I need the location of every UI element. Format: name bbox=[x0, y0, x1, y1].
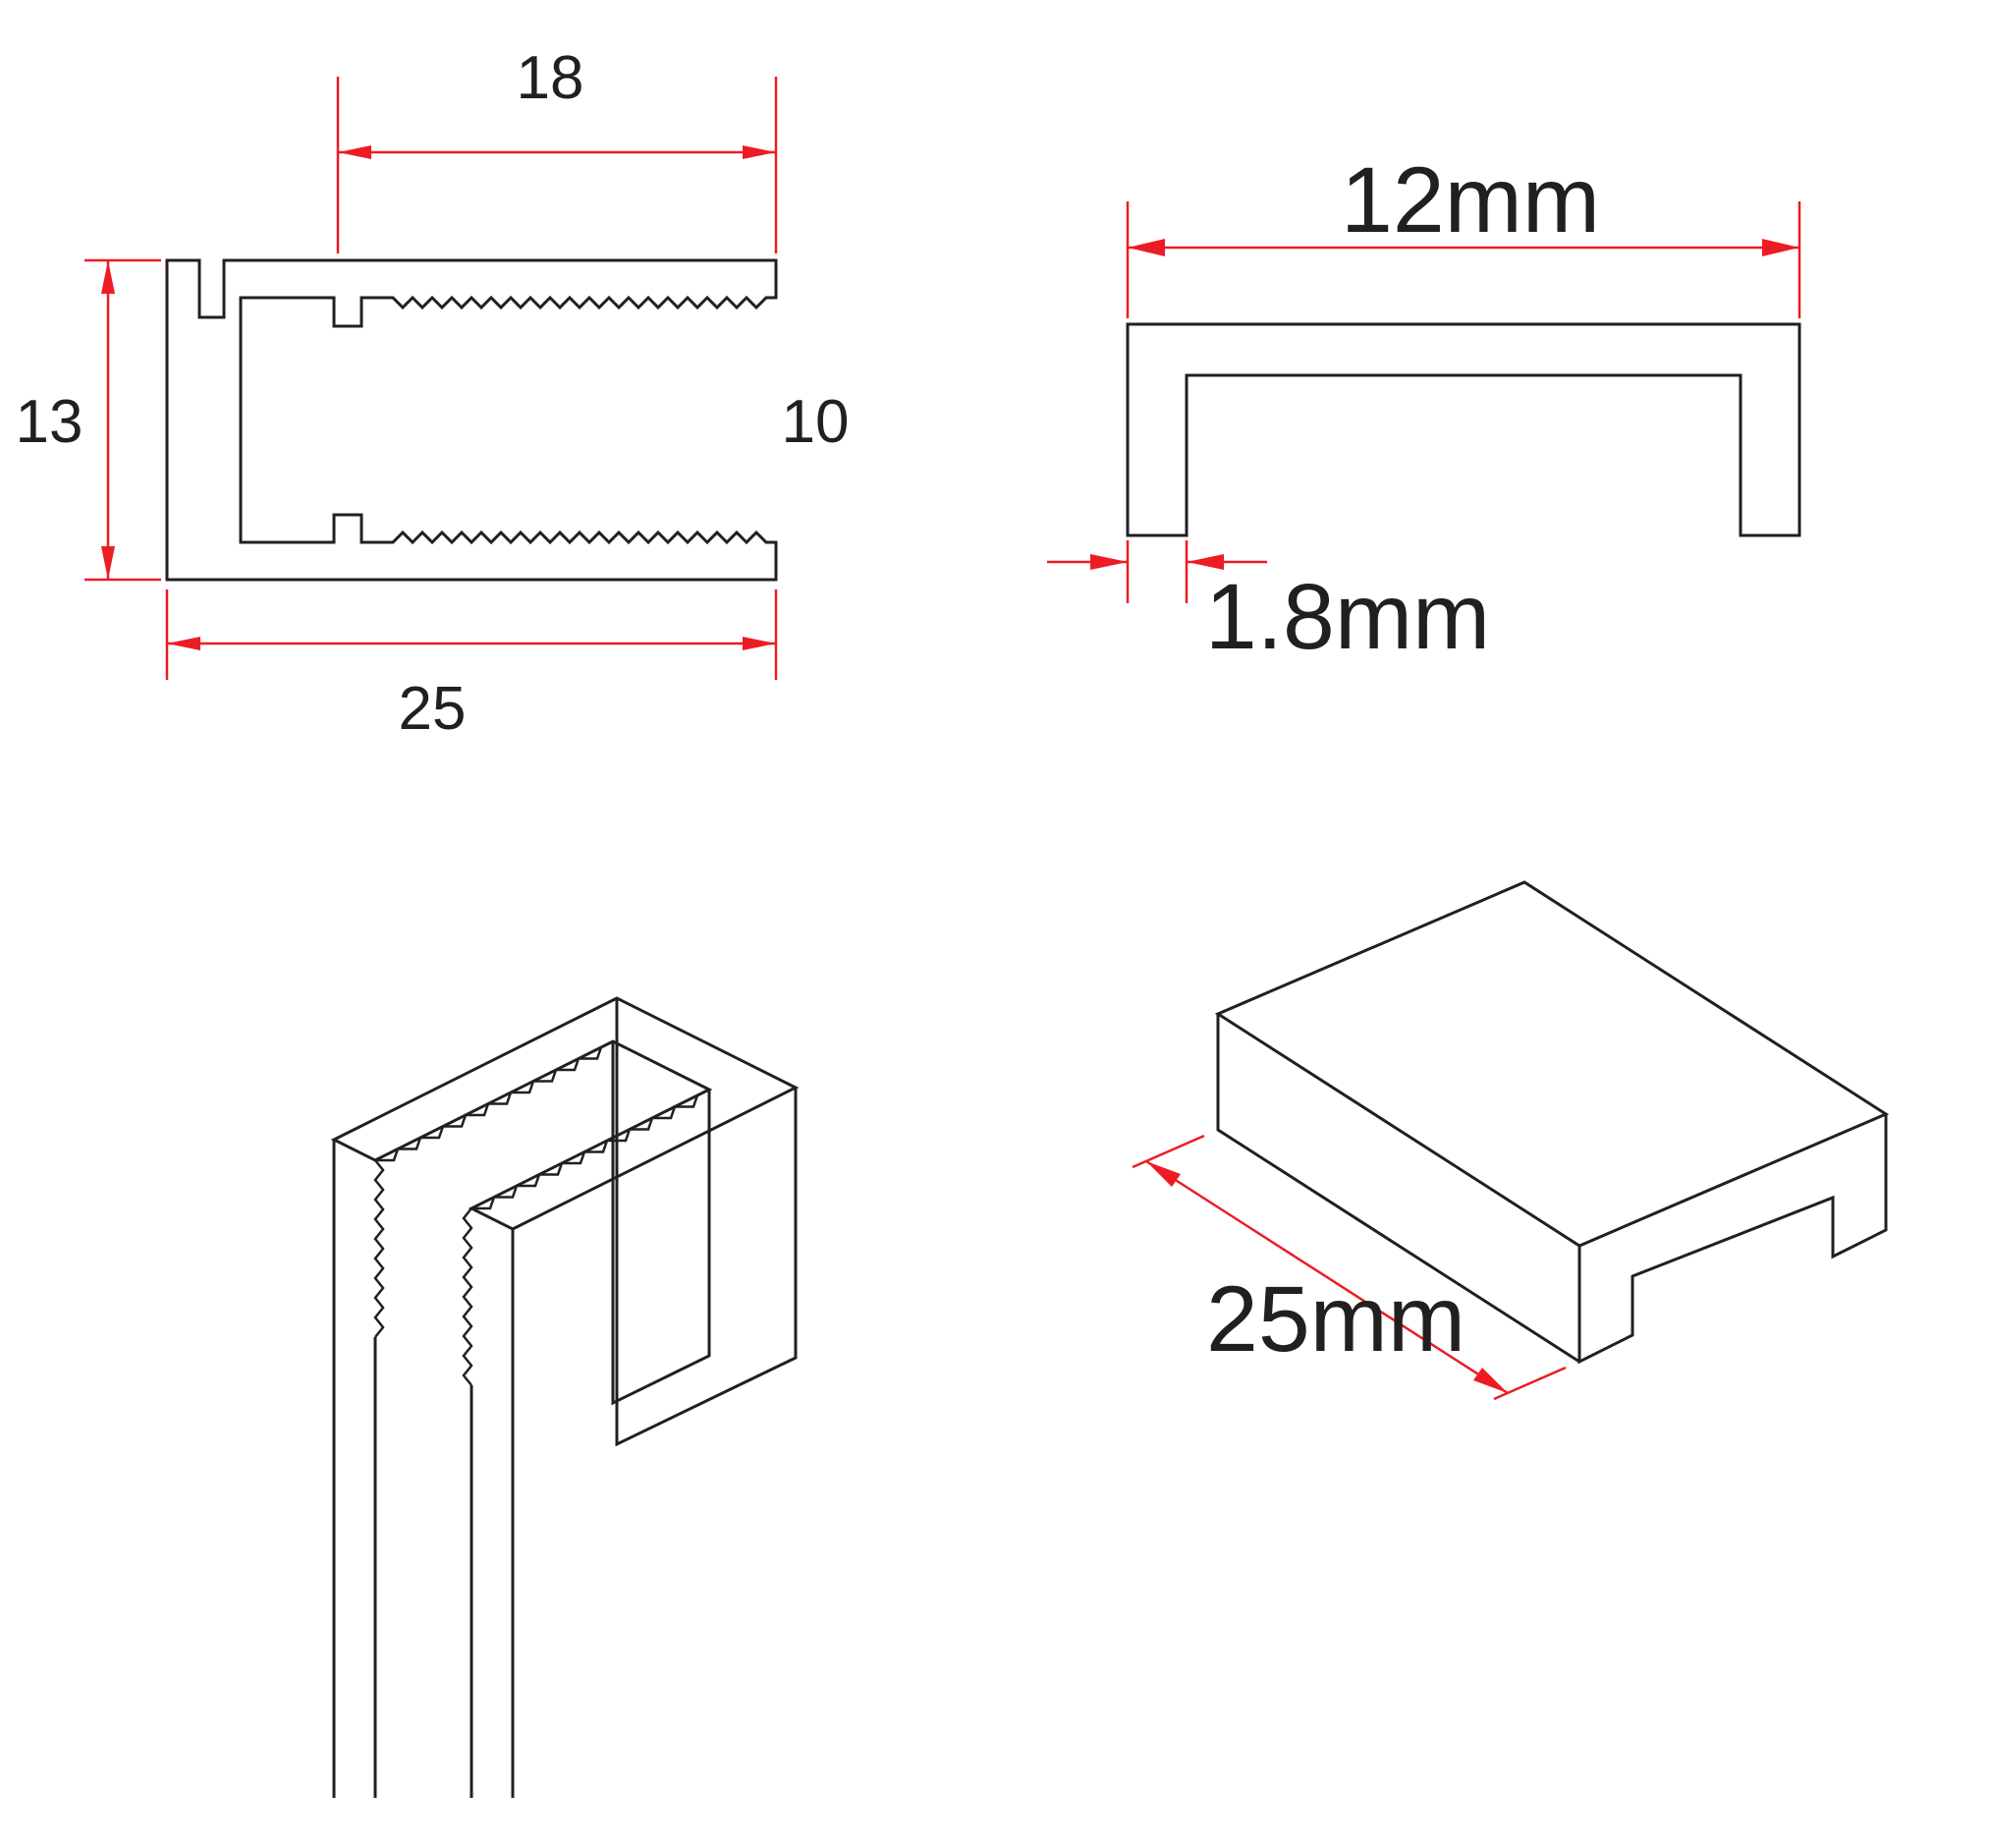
dimension-line bbox=[1145, 1159, 1509, 1395]
figure-main-profile-3d bbox=[330, 996, 800, 1798]
dimension-bottom-width: 25 bbox=[165, 589, 778, 743]
web-inner-edges bbox=[611, 1041, 711, 1406]
arrowhead bbox=[1128, 239, 1165, 256]
serration-edge-top-face bbox=[471, 1088, 710, 1210]
arrowhead bbox=[338, 145, 371, 159]
cap-front-face bbox=[1216, 1014, 1580, 1364]
arrowhead bbox=[1146, 1161, 1181, 1187]
dim-label-top-width: 18 bbox=[517, 44, 584, 112]
serration-edge-vertical bbox=[373, 1159, 385, 1338]
arrowhead bbox=[167, 637, 200, 650]
cap-top-face bbox=[1214, 880, 1890, 1248]
dim-label-bottom-width: 25 bbox=[399, 675, 467, 743]
extension-line bbox=[1132, 1134, 1205, 1169]
extension-line bbox=[1493, 1366, 1567, 1401]
figure-cap-profile-3d: 25mm bbox=[1132, 880, 1890, 1401]
dimension-top-width: 18 bbox=[336, 44, 778, 253]
figure-main-profile-cross-section: 18 13 25 10 bbox=[16, 44, 850, 743]
arrowhead bbox=[1187, 554, 1224, 570]
extrusion-edge-lines bbox=[332, 1140, 515, 1798]
cap-end-face bbox=[1577, 1114, 1888, 1365]
web-outer-edges bbox=[615, 998, 798, 1447]
dim-label-height: 13 bbox=[16, 388, 83, 456]
dimension-wall-thickness: 1.8mm bbox=[1047, 540, 1490, 669]
arrowhead bbox=[743, 145, 776, 159]
arrowhead bbox=[1762, 239, 1799, 256]
arrowhead bbox=[101, 260, 115, 294]
serration-edge-top-face bbox=[375, 1039, 614, 1162]
dim-label-length: 25mm bbox=[1206, 1267, 1466, 1372]
arrowhead bbox=[1090, 554, 1128, 570]
main-profile-outline bbox=[165, 258, 778, 582]
arrowhead bbox=[743, 637, 776, 650]
arrowhead bbox=[1473, 1368, 1508, 1393]
dim-label-opening: 10 bbox=[782, 388, 850, 456]
dimension-length: 25mm bbox=[1132, 1134, 1567, 1401]
figure-cap-profile-cross-section: 12mm 1.8mm bbox=[1047, 148, 1801, 669]
dim-label-wall-thickness: 1.8mm bbox=[1205, 565, 1490, 669]
dimension-height: 13 bbox=[16, 258, 161, 582]
dimension-width: 12mm bbox=[1126, 148, 1801, 318]
arrowhead bbox=[101, 546, 115, 580]
dim-label-width: 12mm bbox=[1341, 148, 1600, 252]
profile-top-face bbox=[330, 996, 800, 1231]
cap-profile-outline bbox=[1126, 322, 1801, 537]
serration-edge-vertical bbox=[462, 1207, 473, 1386]
